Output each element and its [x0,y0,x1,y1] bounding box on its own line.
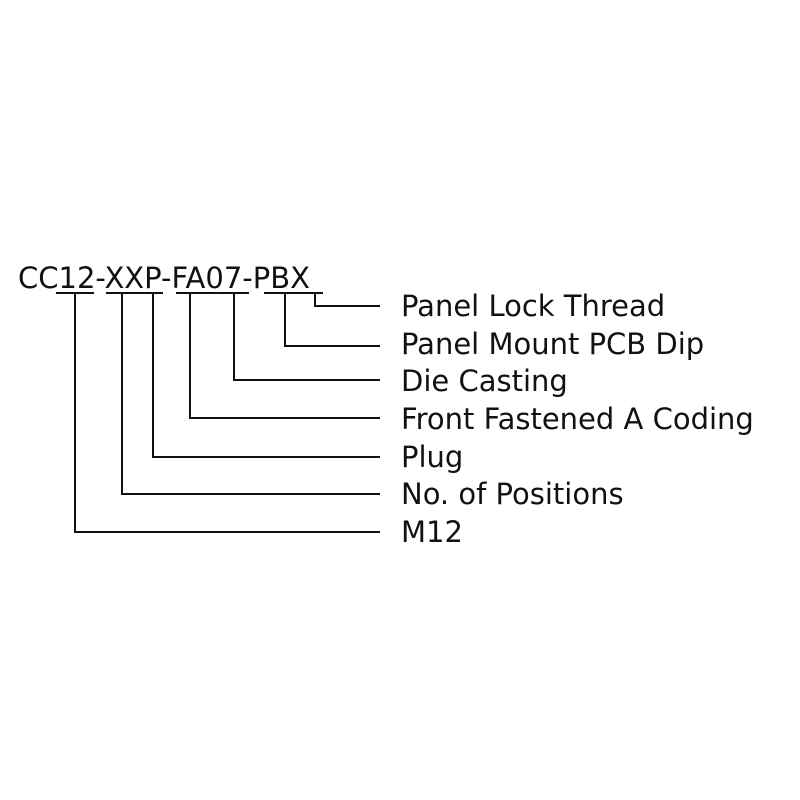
leader-line-panel-mount-pcb-dip [284,293,380,347]
code-segment-material: A07 [186,261,243,295]
leader-line-no-of-positions [121,293,380,495]
label-plug: Plug [401,440,463,474]
code-segment-thread: X [290,261,310,295]
label-m12: M12 [401,515,463,549]
label-panel-mount-pcb-dip: Panel Mount PCB Dip [401,327,704,361]
label-front-fastened-a-coding: Front Fastened A Coding [401,402,754,436]
code-separator: - [161,261,171,295]
label-list: Panel Lock Thread Panel Mount PCB Dip Di… [401,289,754,549]
leader-line-front-fastened-a-coding [189,293,380,419]
code-segment-size: 12 [59,261,96,295]
code-segment-mounting: PB [253,261,290,295]
code-separator: - [95,261,105,295]
leader-line-panel-lock-thread [314,293,380,307]
leader-line-m12 [74,293,380,533]
code-segment-fastening: F [172,261,187,295]
label-die-casting: Die Casting [401,364,568,398]
code-segment-gender: P [144,261,161,295]
leader-line-die-casting [233,293,380,381]
leader-lines [74,293,380,533]
code-separator: - [242,261,252,295]
part-number-code: CC12-XXP-FA07-PBX [18,261,310,295]
leader-line-plug [152,293,380,458]
code-segment-prefix: CC [18,261,59,295]
code-segment-positions: XX [104,261,144,295]
label-no-of-positions: No. of Positions [401,477,624,511]
label-panel-lock-thread: Panel Lock Thread [401,289,665,323]
